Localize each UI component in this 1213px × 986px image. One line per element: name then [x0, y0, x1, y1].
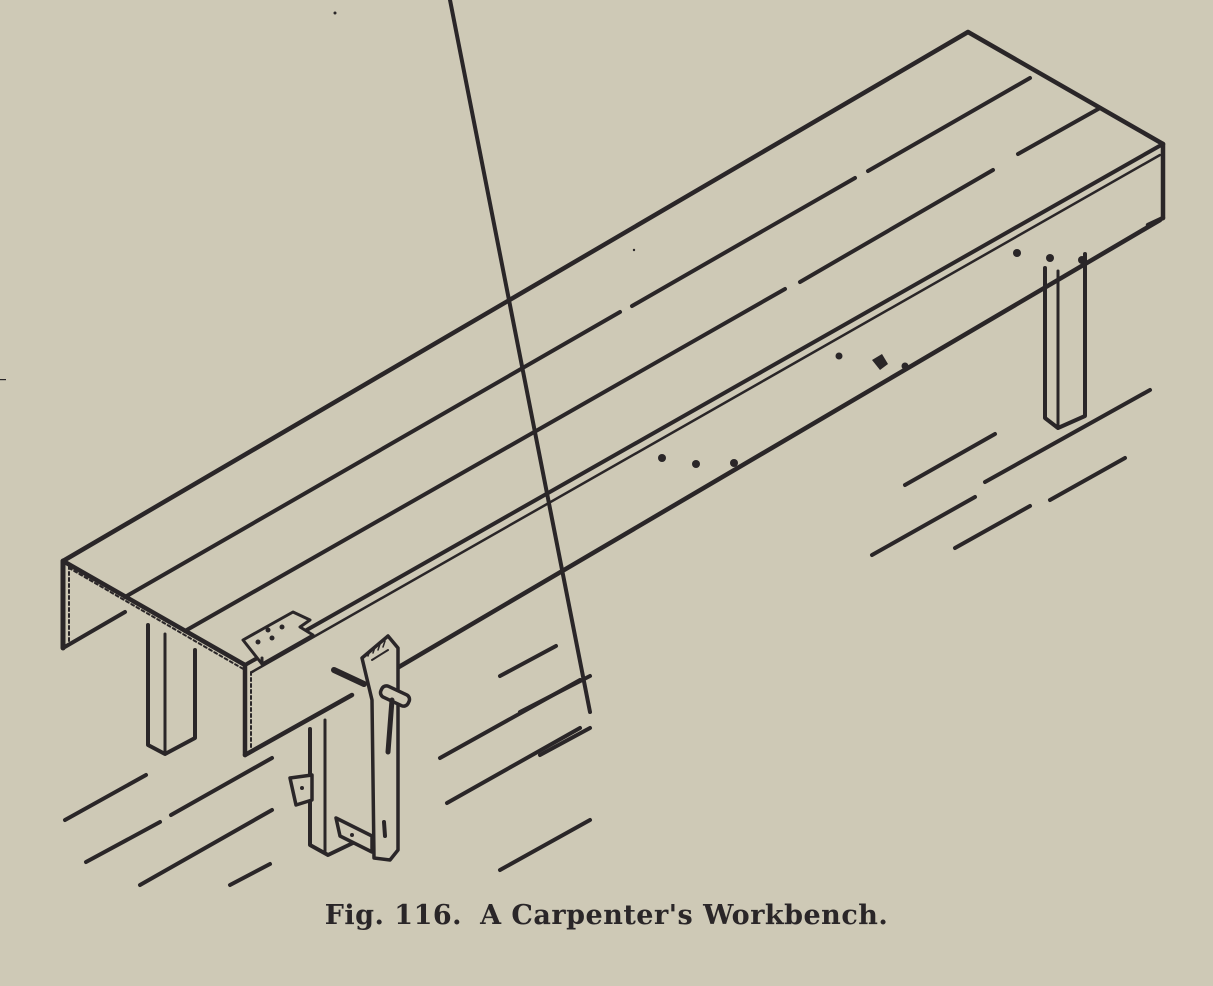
front-apron [242, 141, 1166, 758]
bench-vise [288, 634, 412, 862]
figure-title: A Carpenter's Workbench. [480, 900, 889, 931]
bench-legs [146, 252, 1087, 857]
bench-top [60, 29, 1166, 674]
floor-shadow-lines [63, 0, 1152, 887]
figure-number: Fig. 116. [324, 900, 463, 931]
print-specks [0, 11, 636, 381]
bench-stop [241, 610, 315, 666]
board-seams [123, 76, 1102, 633]
end-apron [60, 558, 246, 671]
figure-caption: Fig. 116. A Carpenter's Workbench. [0, 900, 1213, 931]
peg-holes [658, 249, 1086, 468]
